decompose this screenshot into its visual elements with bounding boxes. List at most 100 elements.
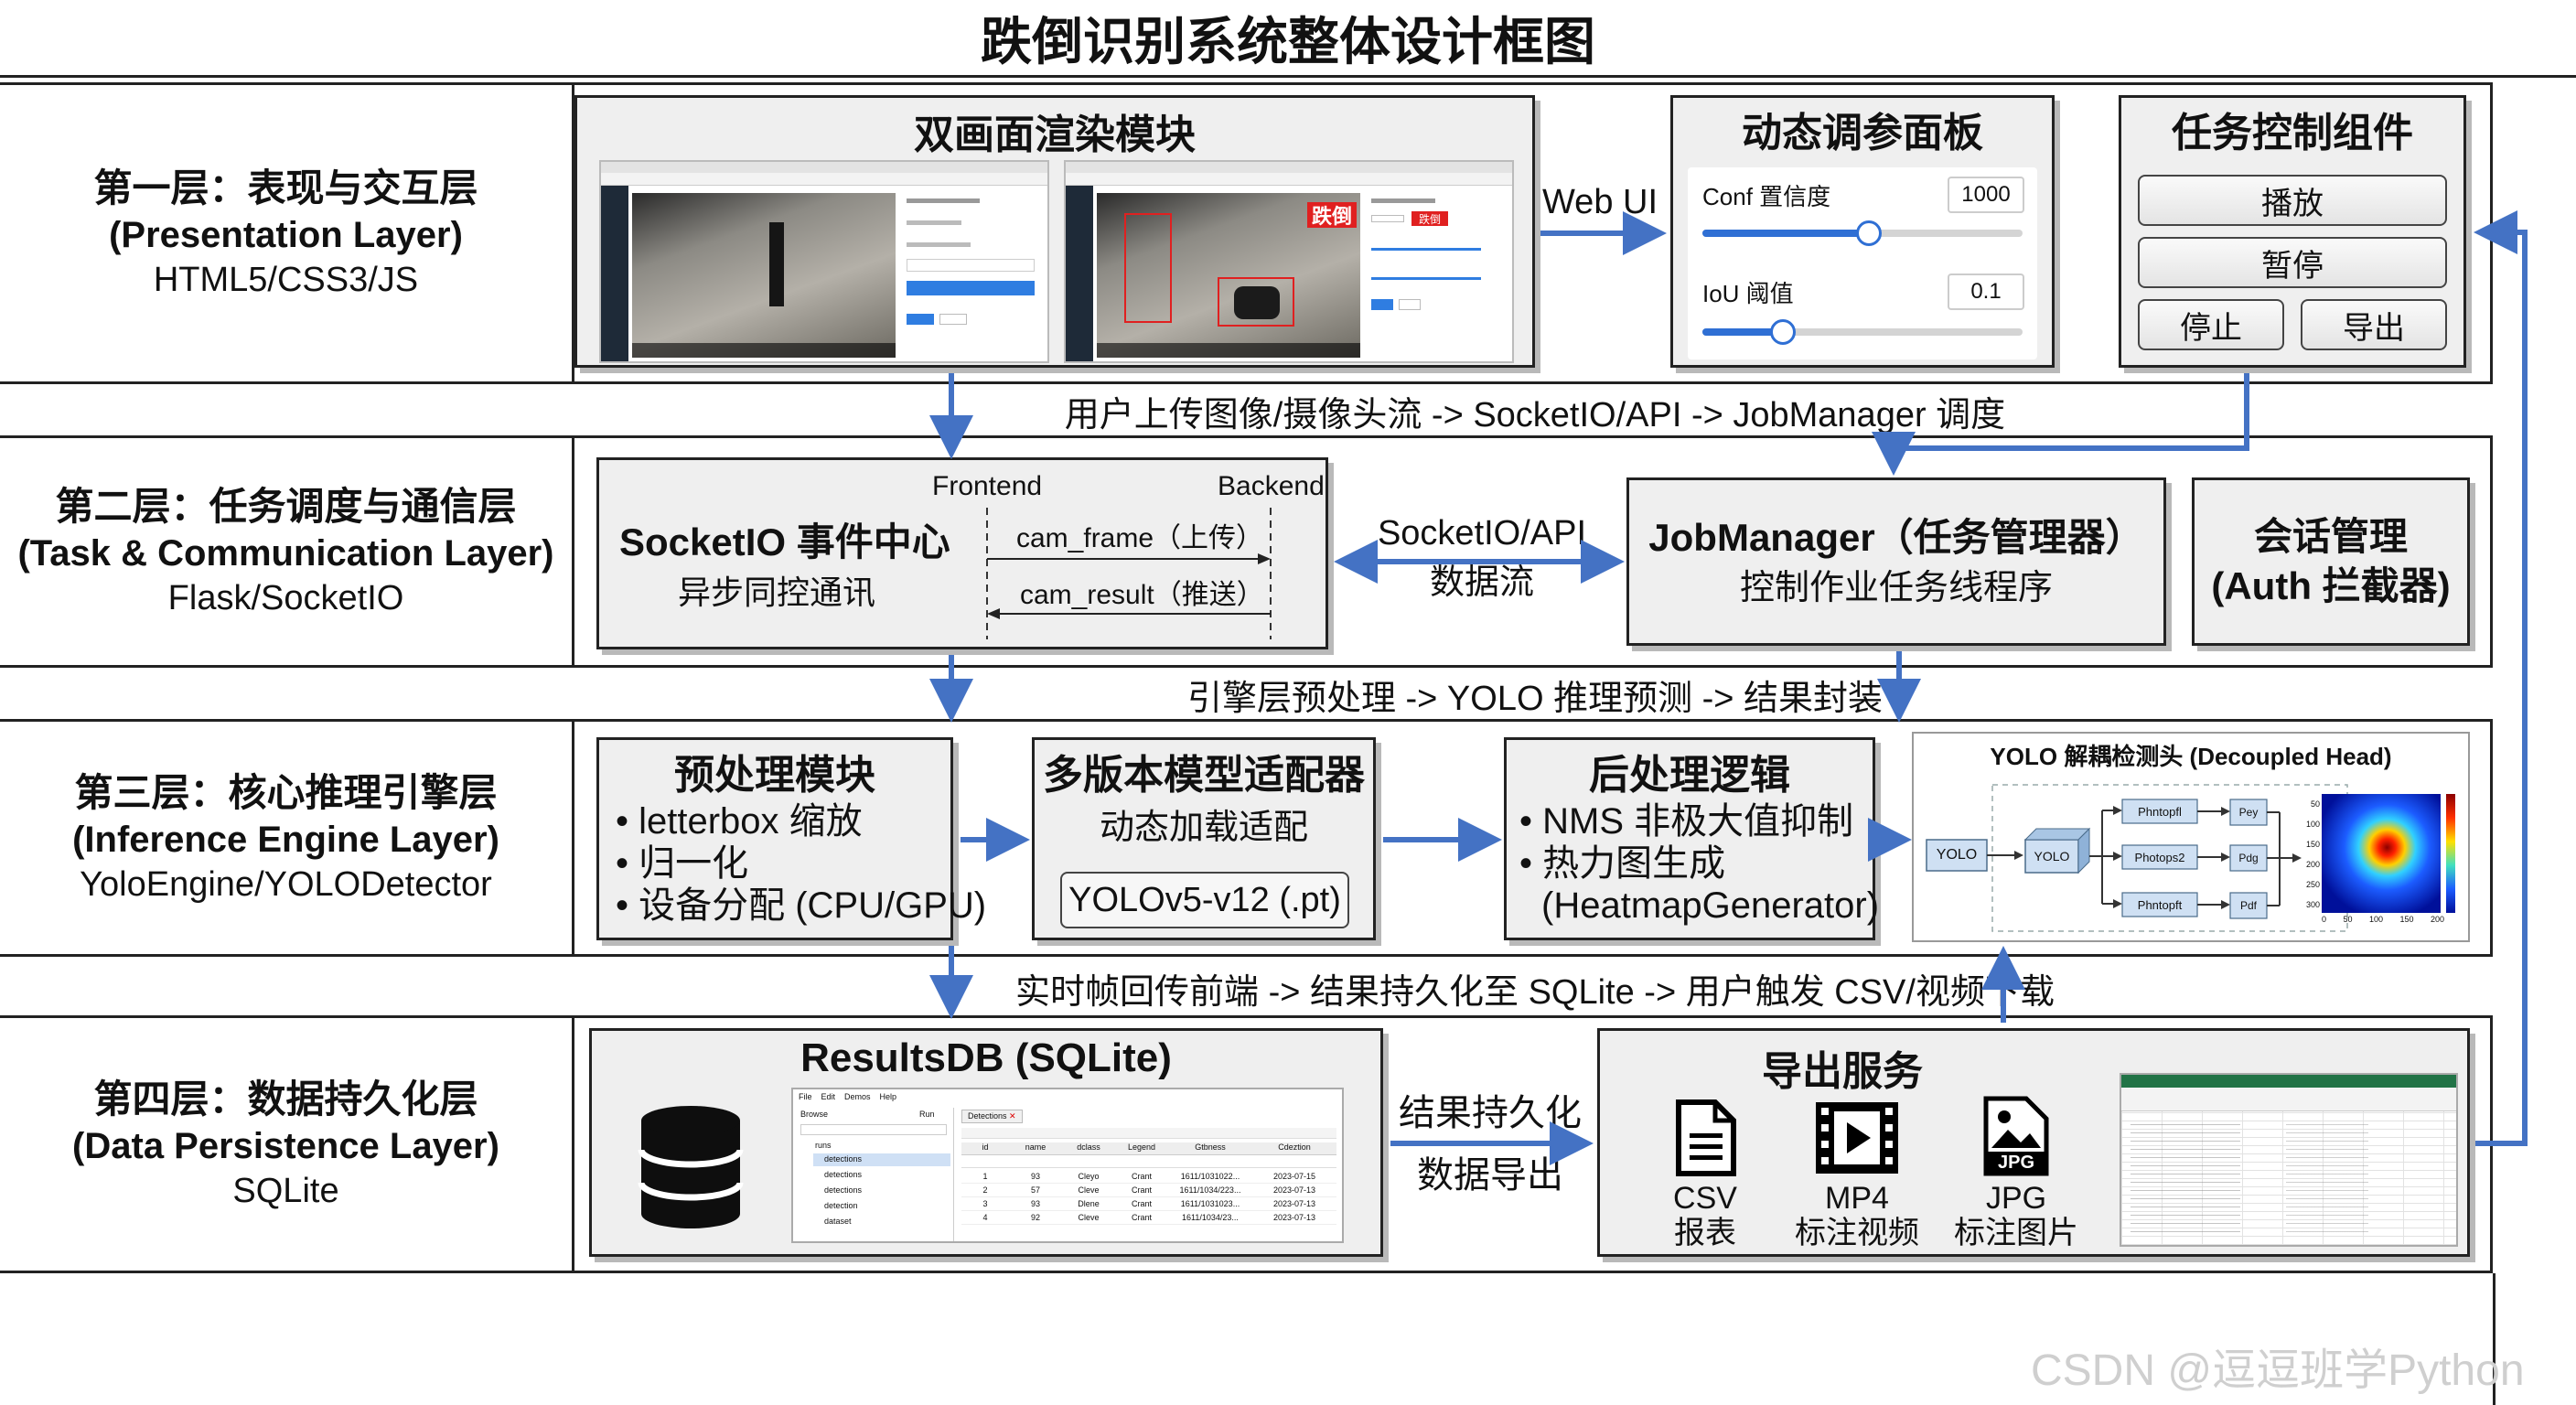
csv-desc: 报表 (1674, 1216, 1736, 1250)
postprocess-item: (HeatmapGenerator) (1541, 885, 1880, 926)
form-line (907, 242, 971, 247)
screen-right: 跌倒 跌倒 (1064, 160, 1514, 363)
db-tree-item: detection (824, 1201, 858, 1210)
title-text: 跌倒识别系统整体设计框图 (981, 12, 1595, 70)
screen-right-addressbar (1066, 173, 1512, 186)
yolo-head-diagram: YOLO 解耦检测头 (Decoupled Head) (1912, 732, 2470, 942)
db-tab-run: Run (919, 1110, 935, 1119)
y-tick: 50 (2310, 799, 2320, 809)
db-table-cell: 57 (1030, 1185, 1040, 1195)
session-management: 会话管理 (Auth 拦截器) (2192, 477, 2470, 646)
resultsdb-title: ResultsDB (SQLite) (800, 1035, 1172, 1080)
flow-text-2: 引擎层预处理 -> YOLO 推理预测 -> 结果封装 (1186, 679, 1884, 718)
iou-value-input[interactable]: 0.1 (1948, 273, 2024, 310)
db-tab-detections-label: Detections (968, 1111, 1007, 1121)
screen-left (599, 160, 1049, 363)
db-tree-item: detections (824, 1170, 863, 1179)
model-adapter: 多版本模型适配器 动态加载适配 YOLOv5-v12 (.pt) (1032, 737, 1376, 940)
persist-line1: 结果持久化 (1399, 1093, 1582, 1133)
mp4-format: MP4 (1825, 1181, 1889, 1216)
x-tick: 200 (2430, 915, 2444, 924)
iou-value: 0.1 (1970, 279, 2002, 304)
screen-left-form (903, 193, 1040, 358)
db-table-cell: Crant (1131, 1199, 1152, 1208)
image-file-icon (1983, 1096, 2049, 1176)
spreadsheet-data (2131, 1119, 2240, 1236)
yolo-head-svg (1926, 784, 2455, 932)
layer-4-name-en: (Data Persistence Layer) (72, 1126, 499, 1166)
layer-4-tech: SQLite (232, 1172, 339, 1210)
screen-left-video (632, 193, 896, 358)
db-table-cell: 1611/1034/23... (1182, 1213, 1239, 1222)
spreadsheet-ribbon (2121, 1088, 2456, 1111)
layer-3-name-cn: 第三层：核心推理引擎层 (74, 771, 498, 814)
cam-result-label: cam_result（推送） (1020, 580, 1264, 610)
yolo-node-b: YOLO (2034, 849, 2070, 863)
db-table-cell: 92 (1030, 1213, 1040, 1222)
db-tree-item: detections (824, 1185, 863, 1195)
stop-button[interactable]: 停止 (2138, 299, 2284, 350)
form-btn (1371, 299, 1393, 310)
db-column-header: Legend (1127, 1142, 1156, 1152)
db-table-cell: 1 (982, 1172, 988, 1181)
fall-alert-text: 跌倒 (1311, 205, 1352, 228)
db-menubar: File Edit Demos Help (793, 1089, 1342, 1104)
export-service: 导出服务 CSV 报表 MP4 标注视频 JPG JPG 标注图片 (1597, 1028, 2470, 1257)
fall-alert-badge: 跌倒 (1307, 202, 1357, 228)
db-tree-item: dataset (824, 1217, 852, 1226)
yolo-head-out: Pey (2238, 806, 2259, 819)
db-menu-item: Edit (821, 1092, 836, 1101)
y-tick: 200 (2305, 860, 2320, 869)
conf-slider-track[interactable] (1702, 220, 2023, 246)
play-button[interactable]: 播放 (2138, 175, 2447, 226)
conf-slider-handle[interactable] (1856, 220, 1882, 246)
spreadsheet-data (2286, 1119, 2368, 1236)
db-table-cell: Cleve (1078, 1213, 1100, 1222)
flow-text-3: 实时帧回传前端 -> 结果持久化至 SQLite -> 用户触发 CSV/视频下… (1015, 972, 2055, 1012)
screen-left-tabbar (601, 162, 1047, 173)
iou-slider-track[interactable] (1702, 319, 2023, 345)
db-menu-item: File (799, 1092, 812, 1101)
spreadsheet-preview (2120, 1073, 2458, 1247)
database-icon (638, 1106, 744, 1228)
export-service-title: 导出服务 (1762, 1049, 1923, 1094)
csv-file-icon (1676, 1099, 1736, 1176)
conf-label: Conf 置信度 (1702, 183, 1831, 210)
db-tree-item: runs (815, 1141, 832, 1150)
db-column-header: Cdeztion (1278, 1142, 1311, 1152)
pause-button[interactable]: 暂停 (2138, 237, 2447, 288)
screen-right-sidebar (1066, 186, 1093, 361)
layer-2-name-cn: 第二层：任务调度与通信层 (55, 485, 517, 528)
video-file-icon (1816, 1102, 1898, 1174)
dual-render-title: 双画面渲染模块 (914, 113, 1196, 157)
form-btn (1399, 299, 1421, 310)
conf-slider-fill (1702, 230, 1869, 237)
db-table-cell: 2023-07-13 (1272, 1213, 1316, 1222)
conf-value-input[interactable]: 1000 (1948, 177, 2024, 213)
x-tick: 0 (2322, 915, 2327, 924)
flow-text-1: 用户上传图像/摄像头流 -> SocketIO/API -> JobManage… (1064, 395, 2006, 434)
iou-slider-handle[interactable] (1770, 319, 1796, 345)
detection-box-person (1124, 213, 1172, 323)
fallen-person (1234, 286, 1280, 319)
preprocess-module: 预处理模块 • letterbox 缩放 • 归一化 • 设备分配 (CPU/G… (596, 737, 986, 940)
db-table-cell: 93 (1030, 1199, 1040, 1208)
x-tick: 150 (2399, 915, 2414, 924)
socket-api-line2: 数据流 (1429, 563, 1534, 602)
export-button[interactable]: 导出 (2301, 299, 2447, 350)
db-table-cell: Crant (1131, 1213, 1152, 1222)
screen-left-video-controls (632, 343, 896, 358)
postprocess-logic: 后处理逻辑 • NMS 非极大值抑制 • 热力图生成 (HeatmapGener… (1504, 737, 1879, 940)
adapter-model-chip: YOLOv5-v12 (.pt) (1060, 872, 1349, 928)
db-tree-item: detections (824, 1154, 863, 1164)
cam-frame-label: cam_frame（上传） (1016, 523, 1264, 553)
form-slider (1371, 248, 1481, 251)
socketio-title: SocketIO 事件中心 (619, 520, 950, 563)
db-table-cell: 93 (1030, 1172, 1040, 1181)
form-line (907, 198, 980, 203)
postprocess-title: 后处理逻辑 (1589, 753, 1790, 798)
